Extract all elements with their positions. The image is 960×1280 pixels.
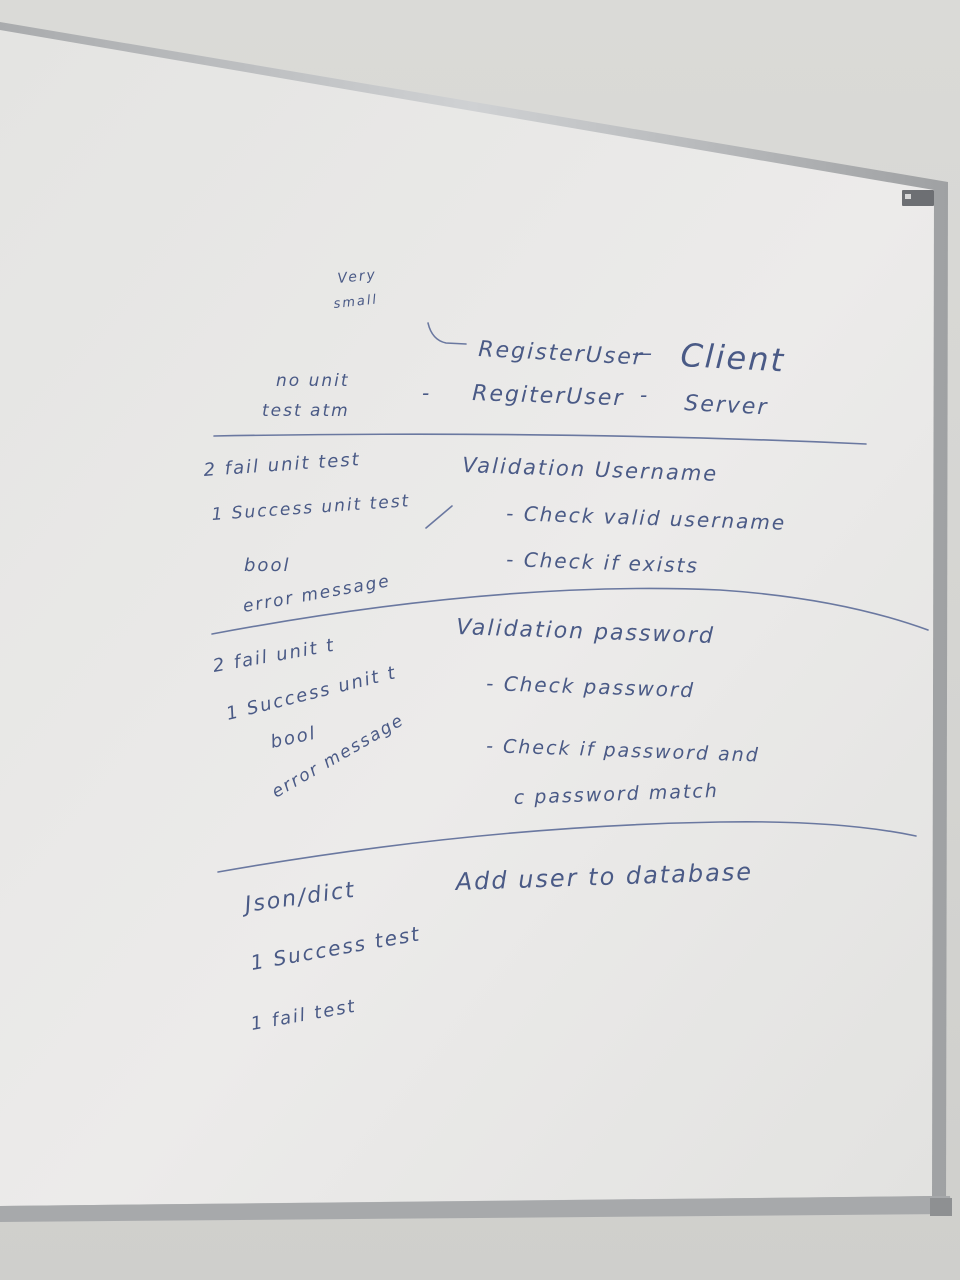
client-row-dash: —: [632, 341, 654, 365]
divider-line-2: [211, 587, 929, 635]
server-row-dash2: -: [640, 383, 649, 407]
marker-tray: [0, 1196, 952, 1222]
link-stroke: [425, 505, 453, 529]
whiteboard-surface: [0, 30, 934, 1206]
server-note-line2: test atm: [262, 401, 350, 421]
divider-line-1: [213, 433, 867, 445]
top-note: Very small: [333, 267, 379, 312]
divider-line-3: [217, 820, 917, 873]
server-note-line1: no unit: [276, 371, 350, 391]
server-row-dash1: -: [422, 381, 431, 405]
top-note-line1: Very: [337, 267, 378, 287]
bracket-stroke: [427, 322, 467, 345]
server-label: Server: [684, 391, 769, 420]
client-label: Client: [680, 336, 786, 379]
top-note-line2: small: [333, 292, 379, 312]
server-row-name: RegiterUser: [472, 381, 625, 411]
brand-badge: [902, 190, 934, 206]
username-return-line1: bool: [244, 555, 290, 576]
server-row: no unit test atm - RegiterUser - Server: [262, 371, 769, 421]
